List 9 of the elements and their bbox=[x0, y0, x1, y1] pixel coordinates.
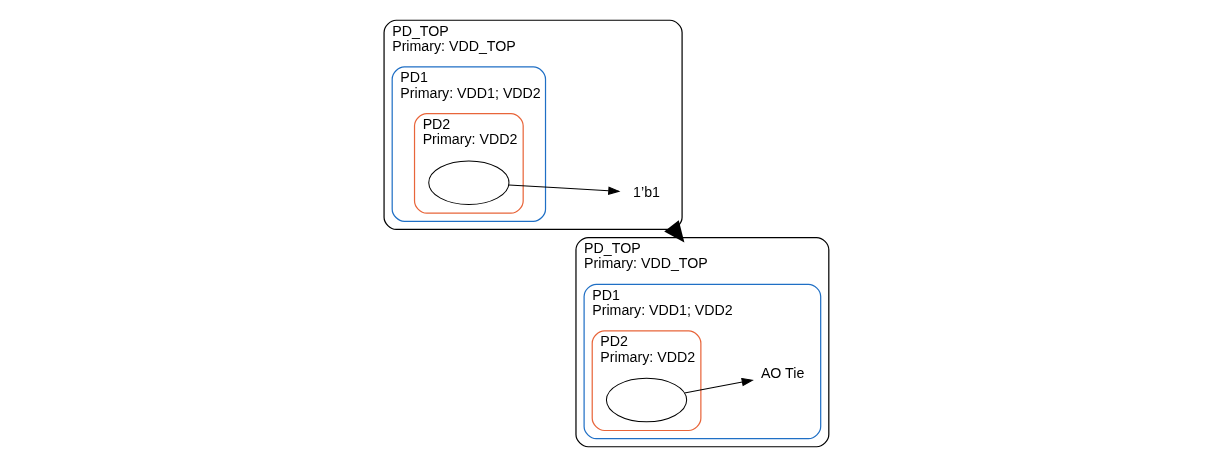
cluster: PD2 Primary: VDD2 bbox=[591, 330, 702, 432]
node-ellipse bbox=[428, 160, 510, 206]
cluster: PD2 Primary: VDD2 bbox=[413, 113, 524, 214]
arrow bbox=[664, 220, 685, 243]
node-text: AO Tie bbox=[760, 365, 805, 382]
node-text: 1’b1 bbox=[633, 183, 660, 200]
arrow bbox=[508, 184, 621, 195]
node-ellipse bbox=[605, 377, 688, 423]
arrow bbox=[684, 377, 754, 394]
